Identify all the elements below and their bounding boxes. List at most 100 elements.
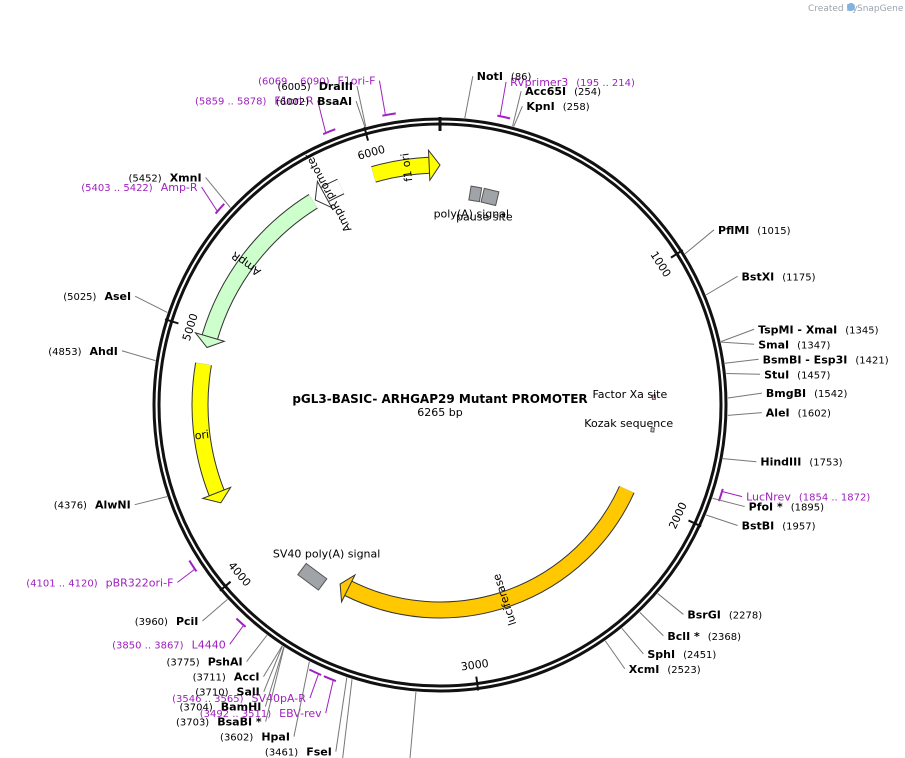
site-hindiii-label: HindIII(1753): [760, 456, 842, 469]
primer-sv40pa-r-label: (3546 .. 3565)SV40pA-R: [172, 692, 306, 705]
site-fsei-label: (3461)FseI: [265, 746, 332, 758]
site-hindiii-leader: [722, 458, 757, 463]
primer-rvprimer3: [497, 114, 511, 120]
feature-ampr-promoter-label: AmpR promoter: [302, 151, 355, 235]
feature-f1-ori-arrowhead: [427, 148, 441, 182]
tick-label-5000: 5000: [180, 312, 201, 343]
site-bcli-leader: [639, 612, 664, 637]
feature-pause-site: [480, 187, 500, 207]
site-bsaai-label: (6002)BsaAI: [276, 95, 352, 108]
site-acci-leader: [263, 645, 283, 677]
primer-amp-r: [214, 203, 225, 215]
site-noti-leader: [464, 76, 474, 119]
feature-factor-xa-site: [651, 394, 656, 400]
tick-label-1000: 1000: [647, 249, 673, 280]
site-acc65i-label: Acc65I(254): [525, 85, 601, 98]
site-stui-label: StuI(1457): [764, 368, 830, 381]
site-bamhi-leader: [264, 646, 285, 707]
primer-ebv-rev-label: (3492 .. 3511)EBV-rev: [200, 707, 322, 720]
primer-pbr322ori-f: [188, 560, 198, 573]
primer-pbr322ori-f-label: (4101 .. 4120)pBR322ori-F: [26, 576, 173, 589]
feature-sv40-poly-a-signal: [297, 562, 328, 591]
feature-f1-ori-label: f1 ori: [398, 152, 415, 182]
tick-label-6000: 6000: [356, 143, 386, 163]
primer-f1ori-r: [322, 128, 336, 136]
site-sphi-leader: [621, 627, 644, 655]
site-alwni-leader: [134, 496, 168, 506]
site-hpai-leader: [293, 661, 310, 737]
site-bsmbi-leader: [724, 358, 759, 364]
tick-4000: [219, 580, 232, 592]
site-tspmi-label: TspMI - XmaI(1345): [758, 323, 879, 336]
site-sali-label: (3710)SalI: [195, 686, 259, 699]
site-pshai-label: (3775)PshAI: [166, 656, 242, 669]
primer-f1ori-r-label: (5859 .. 5878)F1ori-R: [195, 94, 314, 107]
site-bsrgi-label: BsrGI(2278): [687, 608, 762, 621]
primer-pbr322ori-f-leader: [177, 568, 196, 583]
feature-ampr-promoter-arrowhead: [314, 179, 334, 209]
site-bstxi-label: BstXI(1175): [742, 270, 816, 283]
feature-poly-a-signal-label: poly(A) signal: [434, 208, 509, 221]
primer-lucnrev-leader: [721, 491, 743, 498]
site-pfoi-label: PfoI *(1895): [749, 501, 824, 514]
site-pcii-leader: [202, 599, 228, 622]
site-pcii-label: (3960)PciI: [135, 615, 199, 628]
credit-brand: SnapGene: [857, 4, 904, 14]
tick-label-2000: 2000: [666, 500, 690, 531]
feature-luciferase-arrowhead: [339, 573, 357, 604]
site-xcmi-label: XcmI(2523): [629, 663, 701, 676]
site-alei-label: AleI(1602): [766, 407, 831, 420]
primer-f1ori-f-leader: [378, 80, 386, 116]
site-bmgbi-leader: [727, 392, 762, 399]
primer-ebv-rev-leader: [325, 679, 334, 714]
site-bsabi-label: (3703)BsaBI *: [176, 716, 262, 729]
site-kpni-label: KpnI(258): [526, 100, 589, 113]
site-xmni-label: (5452)XmnI: [128, 171, 201, 184]
plasmid-size: 6265 bp: [417, 406, 462, 419]
site-smai-label: SmaI(1347): [758, 338, 830, 351]
primer-l4440: [235, 617, 247, 628]
primer-amp-r-label: (5403 .. 5422)Amp-R: [81, 181, 198, 194]
tick-6000: [363, 126, 369, 141]
site-acc65i-leader: [512, 91, 522, 127]
snapgene-logo-icon: [847, 3, 855, 11]
primer-amp-r-leader: [201, 186, 218, 212]
feature-f1-ori: [371, 157, 430, 182]
site-pshai-leader: [246, 634, 268, 662]
site-pfoi-leader: [712, 497, 745, 508]
feature-ori-arrowhead: [201, 486, 232, 504]
site-ahdi-leader: [121, 350, 156, 362]
site-bstbi-leader: [706, 514, 738, 526]
feature-ori: [192, 362, 224, 496]
feature-sv40-poly-a-signal-label: SV40 poly(A) signal: [273, 547, 380, 560]
site-alwni-label: (4376)AlwNI: [54, 499, 131, 512]
feature-factor-xa-site-label: Factor Xa site: [592, 388, 667, 401]
site-smai-leader: [721, 341, 755, 345]
site-noti-label: NotI(86): [477, 70, 532, 83]
restriction-sites: NotI(86)Acc65I(254)KpnI(258)PflMI(1015)B…: [48, 70, 889, 758]
feature-ampr-arrowhead: [194, 331, 226, 349]
primer-f1ori-f: [382, 112, 396, 117]
primer-lucnrev-label: LucNrev(1854 .. 1872): [746, 491, 870, 504]
site-bmgbi-label: BmgBI(1542): [766, 387, 848, 400]
tick-3000: [475, 676, 480, 691]
site-acci-label: (3711)AccI: [193, 671, 260, 684]
feature-ori-label: ori: [194, 428, 210, 443]
site-hpai-label: (3602)HpaI: [220, 731, 290, 744]
site-asei-label: (5025)AseI: [63, 290, 131, 303]
site-bstbi-label: BstBI(1957): [742, 520, 816, 533]
tick-label-3000: 3000: [460, 657, 489, 674]
primer-lucnrev: [717, 488, 724, 502]
site-sali-leader: [263, 645, 283, 692]
site-bcli-label: BclI *(2368): [667, 630, 741, 643]
site-bstxi-leader: [705, 275, 738, 296]
feature-luciferase: [344, 486, 634, 618]
site-bsaai-leader: [355, 100, 366, 128]
site-bamhi-label: (3704)BamHI: [180, 701, 262, 714]
site-stui-leader: [726, 373, 761, 375]
primer-sv40pa-r-leader: [309, 673, 320, 699]
primers: RVprimer3(195 .. 214)LucNrev(1854 .. 187…: [26, 75, 870, 720]
site-bsmbi-label: BsmBI - Esp3I(1421): [763, 353, 889, 366]
